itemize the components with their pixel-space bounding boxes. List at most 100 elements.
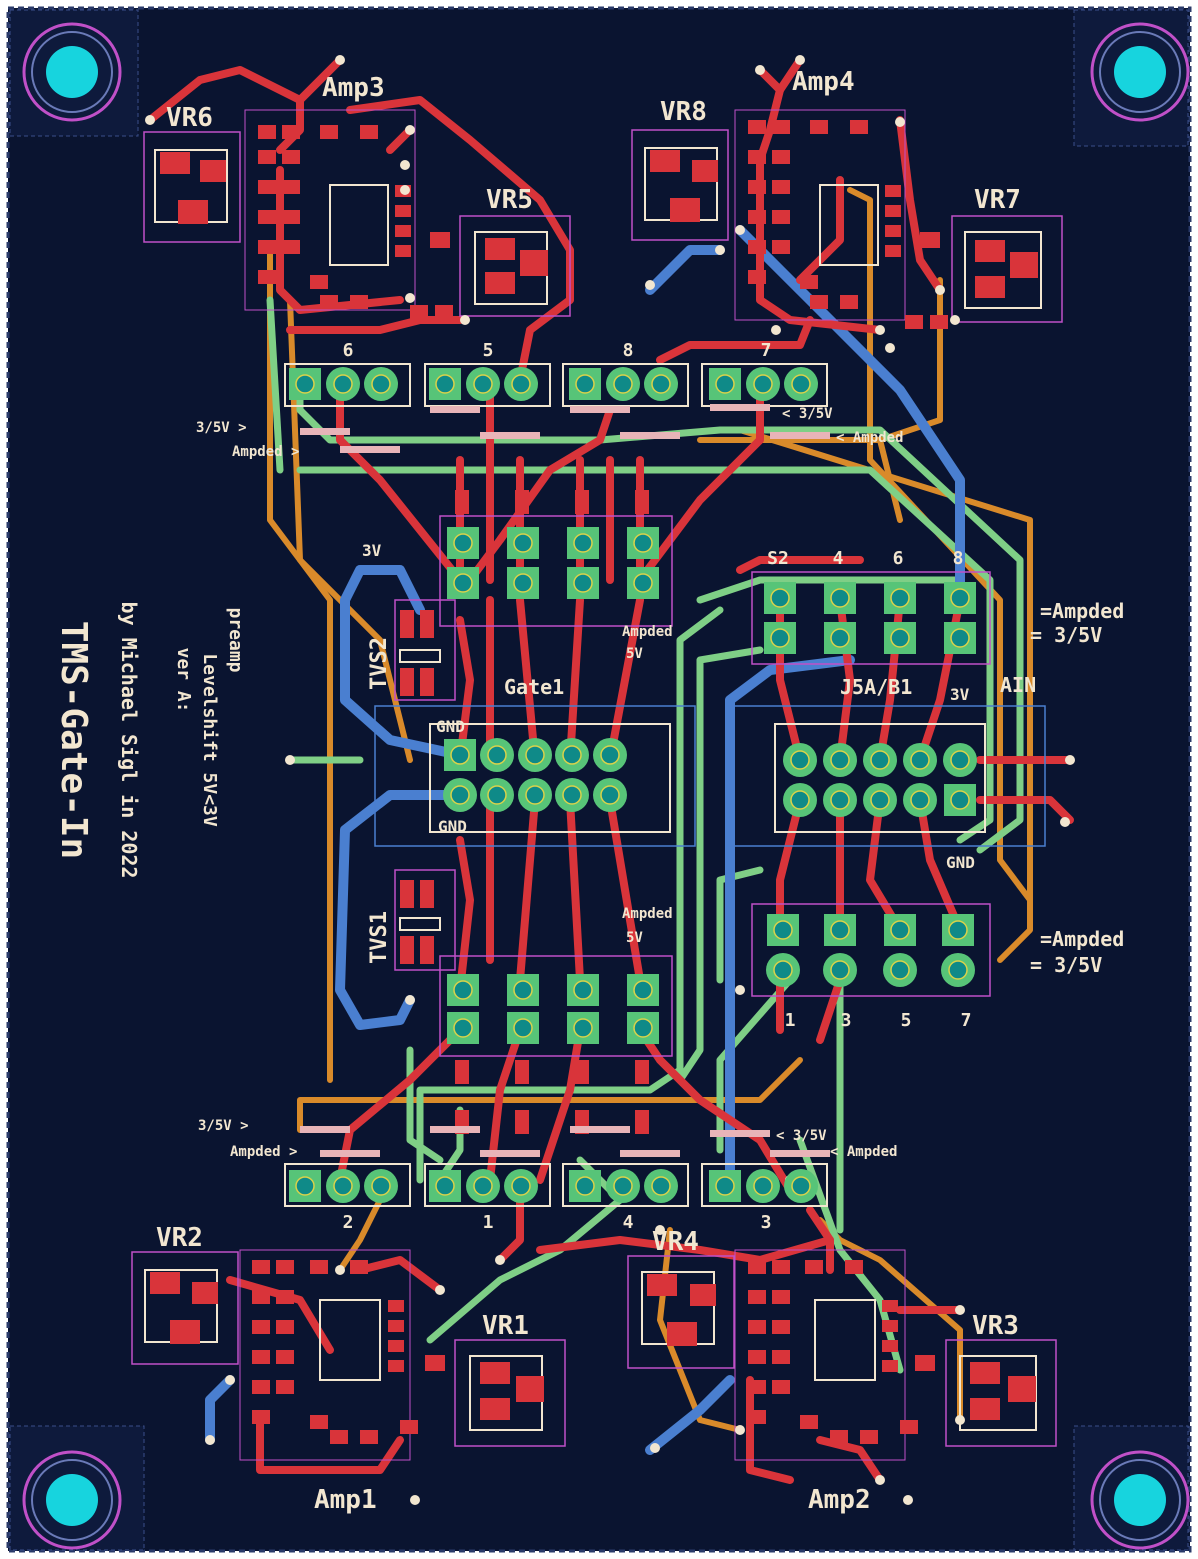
blue-traces xyxy=(205,225,965,1455)
board-edge xyxy=(6,6,1192,1553)
j5-bottom-label-1: 3 xyxy=(841,1010,852,1031)
mounting-holes xyxy=(9,9,1190,1551)
label-3v: 3V xyxy=(950,685,970,704)
jumper-pad xyxy=(507,527,539,559)
jumper-pad xyxy=(764,582,796,614)
j5-pad xyxy=(863,783,897,817)
net-ampded-r1: =Ampded xyxy=(1040,599,1124,623)
jumper-pad xyxy=(447,974,479,1006)
net-ampded-r2: =Ampded xyxy=(1040,927,1124,951)
levelshift-label: Levelshift 5V<3V xyxy=(199,653,220,827)
j5-pad xyxy=(783,783,817,817)
jumper-pad xyxy=(507,567,539,599)
j5-top-label-3: 8 xyxy=(953,548,964,569)
header-pad xyxy=(606,367,640,401)
header-bottom-label-3: 3 xyxy=(761,1212,772,1233)
net-tl-ampded: Ampded > xyxy=(232,444,299,460)
label-tvs2: TVS2 xyxy=(367,637,392,690)
jumper-pad xyxy=(447,567,479,599)
net-br-35v: < 3/5V xyxy=(776,1128,827,1144)
label-vr7: VR7 xyxy=(974,185,1021,215)
jumper-pad xyxy=(627,974,659,1006)
jumper-pad xyxy=(627,567,659,599)
header-pad xyxy=(746,367,780,401)
label-amp2: Amp2 xyxy=(808,1485,871,1515)
net-tl-35v: 3/5V > xyxy=(196,420,247,436)
title-label: TMS-Gate-In xyxy=(53,621,94,859)
j5-pad xyxy=(783,743,817,777)
jumper-pad xyxy=(567,1012,599,1044)
header-top-label-3: 7 xyxy=(761,340,772,361)
j5-top-label-0: S2 xyxy=(767,548,789,569)
jumper-pad xyxy=(764,622,796,654)
j5-pad xyxy=(823,783,857,817)
header-pad xyxy=(326,367,360,401)
connector-outlines xyxy=(374,515,1046,1057)
label-gate1: Gate1 xyxy=(504,675,564,699)
label-gnd-bottom: GND xyxy=(438,817,467,836)
header-top-label-0: 6 xyxy=(343,340,354,361)
header-pad xyxy=(289,1170,321,1202)
vias xyxy=(145,55,1075,1505)
gate1-pad xyxy=(555,778,589,812)
header-pad xyxy=(364,1169,398,1203)
header-pad xyxy=(606,1169,640,1203)
jumper-pad xyxy=(627,527,659,559)
gate1-pad xyxy=(518,778,552,812)
label-gnd-right: GND xyxy=(946,853,975,872)
j5-pad xyxy=(943,743,977,777)
header-pad xyxy=(569,368,601,400)
jumper-pad xyxy=(944,622,976,654)
header-pad xyxy=(784,1169,818,1203)
label-gnd-top: GND xyxy=(436,717,465,736)
jumper-pad xyxy=(884,622,916,654)
preamp-label: preamp xyxy=(225,607,246,672)
header-pad xyxy=(709,1170,741,1202)
jumper-pad xyxy=(567,527,599,559)
jumper-pad xyxy=(824,582,856,614)
gate1-pad xyxy=(444,739,476,771)
net-bl-ampded: Ampded > xyxy=(230,1144,297,1160)
version-label: ver A: xyxy=(173,647,194,712)
tvs-pads xyxy=(400,490,649,1134)
header-pad xyxy=(289,368,321,400)
net-tr-ampded: < Ampded xyxy=(836,430,903,446)
jumper-pad xyxy=(884,914,916,946)
net-m-5v-top: 5V xyxy=(626,646,643,662)
header-pad xyxy=(466,1169,500,1203)
header-bottom-label-2: 4 xyxy=(623,1212,634,1233)
j5-bottom-label-3: 7 xyxy=(961,1010,972,1031)
j5-bottom-label-0: 1 xyxy=(785,1010,796,1031)
header-pad xyxy=(466,367,500,401)
jumper-pad xyxy=(567,567,599,599)
header-pad xyxy=(569,1170,601,1202)
label-vr4: VR4 xyxy=(652,1227,699,1257)
label-tvs2-3v: 3V xyxy=(362,541,382,560)
silkscreen-text: TMS-Gate-In by Michael Sigl in 2022 ver … xyxy=(53,67,1124,1515)
gate1-pad xyxy=(518,738,552,772)
j5-top-label-2: 6 xyxy=(893,548,904,569)
gate1-pad xyxy=(443,778,477,812)
label-vr5: VR5 xyxy=(486,185,533,215)
gate1-pad xyxy=(593,738,627,772)
jumper-pad xyxy=(883,953,917,987)
gate1-pad xyxy=(480,738,514,772)
header-pad xyxy=(504,1169,538,1203)
header-pad xyxy=(326,1169,360,1203)
label-ain: AIN xyxy=(1000,673,1036,697)
author-label: by Michael Sigl in 2022 xyxy=(117,602,141,879)
header-bottom-label-1: 1 xyxy=(483,1212,494,1233)
header-bottom-label-0: 2 xyxy=(343,1212,354,1233)
label-j5: J5A/B1 xyxy=(840,675,912,699)
jumper-pad xyxy=(824,914,856,946)
j5-pad xyxy=(903,743,937,777)
amp-clusters xyxy=(239,109,948,1461)
jumper-pad xyxy=(567,974,599,1006)
jumper-pad xyxy=(941,953,975,987)
net-m-ampded-bot: Ampded xyxy=(622,906,673,922)
through-hole-pads xyxy=(289,367,977,1203)
net-m-5v-bot: 5V xyxy=(626,930,643,946)
jumper-pad xyxy=(766,953,800,987)
silk-bars xyxy=(300,404,830,1157)
net-br-ampded: < Ampded xyxy=(830,1144,897,1160)
